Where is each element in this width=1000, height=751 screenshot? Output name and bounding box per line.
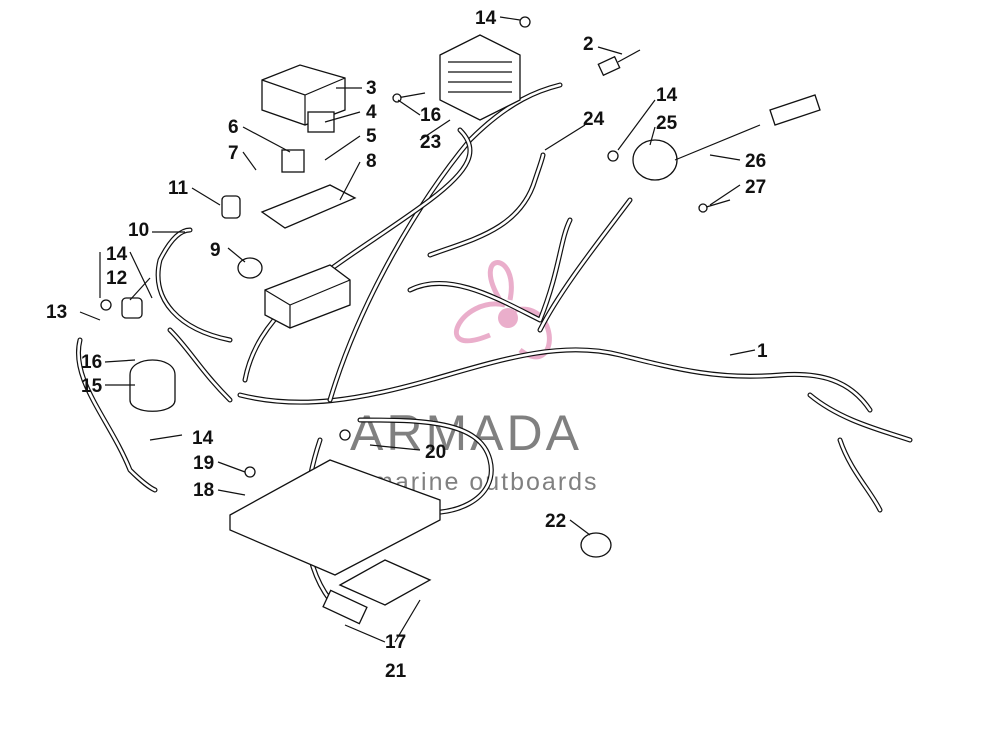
callout-2: 2 [583, 34, 594, 55]
callout-9: 9 [210, 240, 221, 261]
nut-14-switch [607, 150, 619, 162]
callout-11: 11 [168, 178, 189, 199]
screw-16 [392, 92, 426, 103]
callout-14-switch: 14 [656, 85, 678, 106]
callout-18: 18 [193, 480, 214, 501]
callout-5: 5 [366, 126, 377, 147]
leader-lines [79, 16, 756, 643]
ignition-switch [632, 124, 761, 181]
handlebar-grip [769, 94, 821, 126]
callout-20: 20 [425, 442, 446, 463]
boot-11 [221, 195, 241, 219]
callout-15: 15 [81, 376, 103, 397]
callout-22: 22 [545, 511, 566, 532]
callout-16-top: 16 [420, 105, 441, 126]
callout-27: 27 [745, 177, 766, 198]
fuse-holder-base [264, 264, 351, 329]
callout-7: 7 [228, 143, 239, 164]
connector-plug [597, 49, 641, 77]
nut-14-bottom [339, 429, 351, 441]
callout-labels: 1 2 3 4 5 6 7 8 9 10 11 12 13 14 14 14 1… [46, 8, 768, 682]
main-harness [76, 82, 913, 603]
screw-19 [244, 466, 256, 478]
callout-25: 25 [656, 113, 678, 134]
decal [338, 559, 432, 606]
callout-24: 24 [583, 109, 605, 130]
callout-21: 21 [385, 661, 407, 682]
callout-14-bottom: 14 [192, 428, 214, 449]
callout-17: 17 [385, 632, 406, 653]
watermark-logo [454, 260, 552, 360]
callout-3: 3 [366, 78, 377, 99]
callout-16-left: 16 [81, 352, 102, 373]
callout-19: 19 [193, 453, 214, 474]
callout-1: 1 [757, 341, 768, 362]
voltage-regulator [439, 34, 521, 121]
callout-10: 10 [128, 220, 149, 241]
sensor [322, 589, 368, 625]
callout-8: 8 [366, 151, 377, 172]
nut-14-left [100, 299, 112, 311]
callout-12: 12 [106, 268, 127, 289]
screw-27 [698, 199, 731, 213]
fuse-block [260, 184, 357, 229]
relay [307, 111, 335, 133]
fuse-box-cover [261, 64, 346, 126]
callout-14-left: 14 [106, 244, 128, 265]
boot-12 [121, 297, 143, 319]
relay-small [281, 149, 305, 173]
callout-26: 26 [745, 151, 766, 172]
callout-6: 6 [228, 117, 239, 138]
callout-13: 13 [46, 302, 67, 323]
callout-23: 23 [420, 132, 441, 153]
callout-4: 4 [366, 102, 377, 123]
cable-clamp [237, 257, 263, 279]
callout-14-top: 14 [475, 8, 497, 29]
hose-clamp [580, 532, 612, 558]
nut-14-top [519, 16, 531, 28]
mounting-plate [229, 459, 441, 576]
starter-solenoid [129, 359, 176, 412]
